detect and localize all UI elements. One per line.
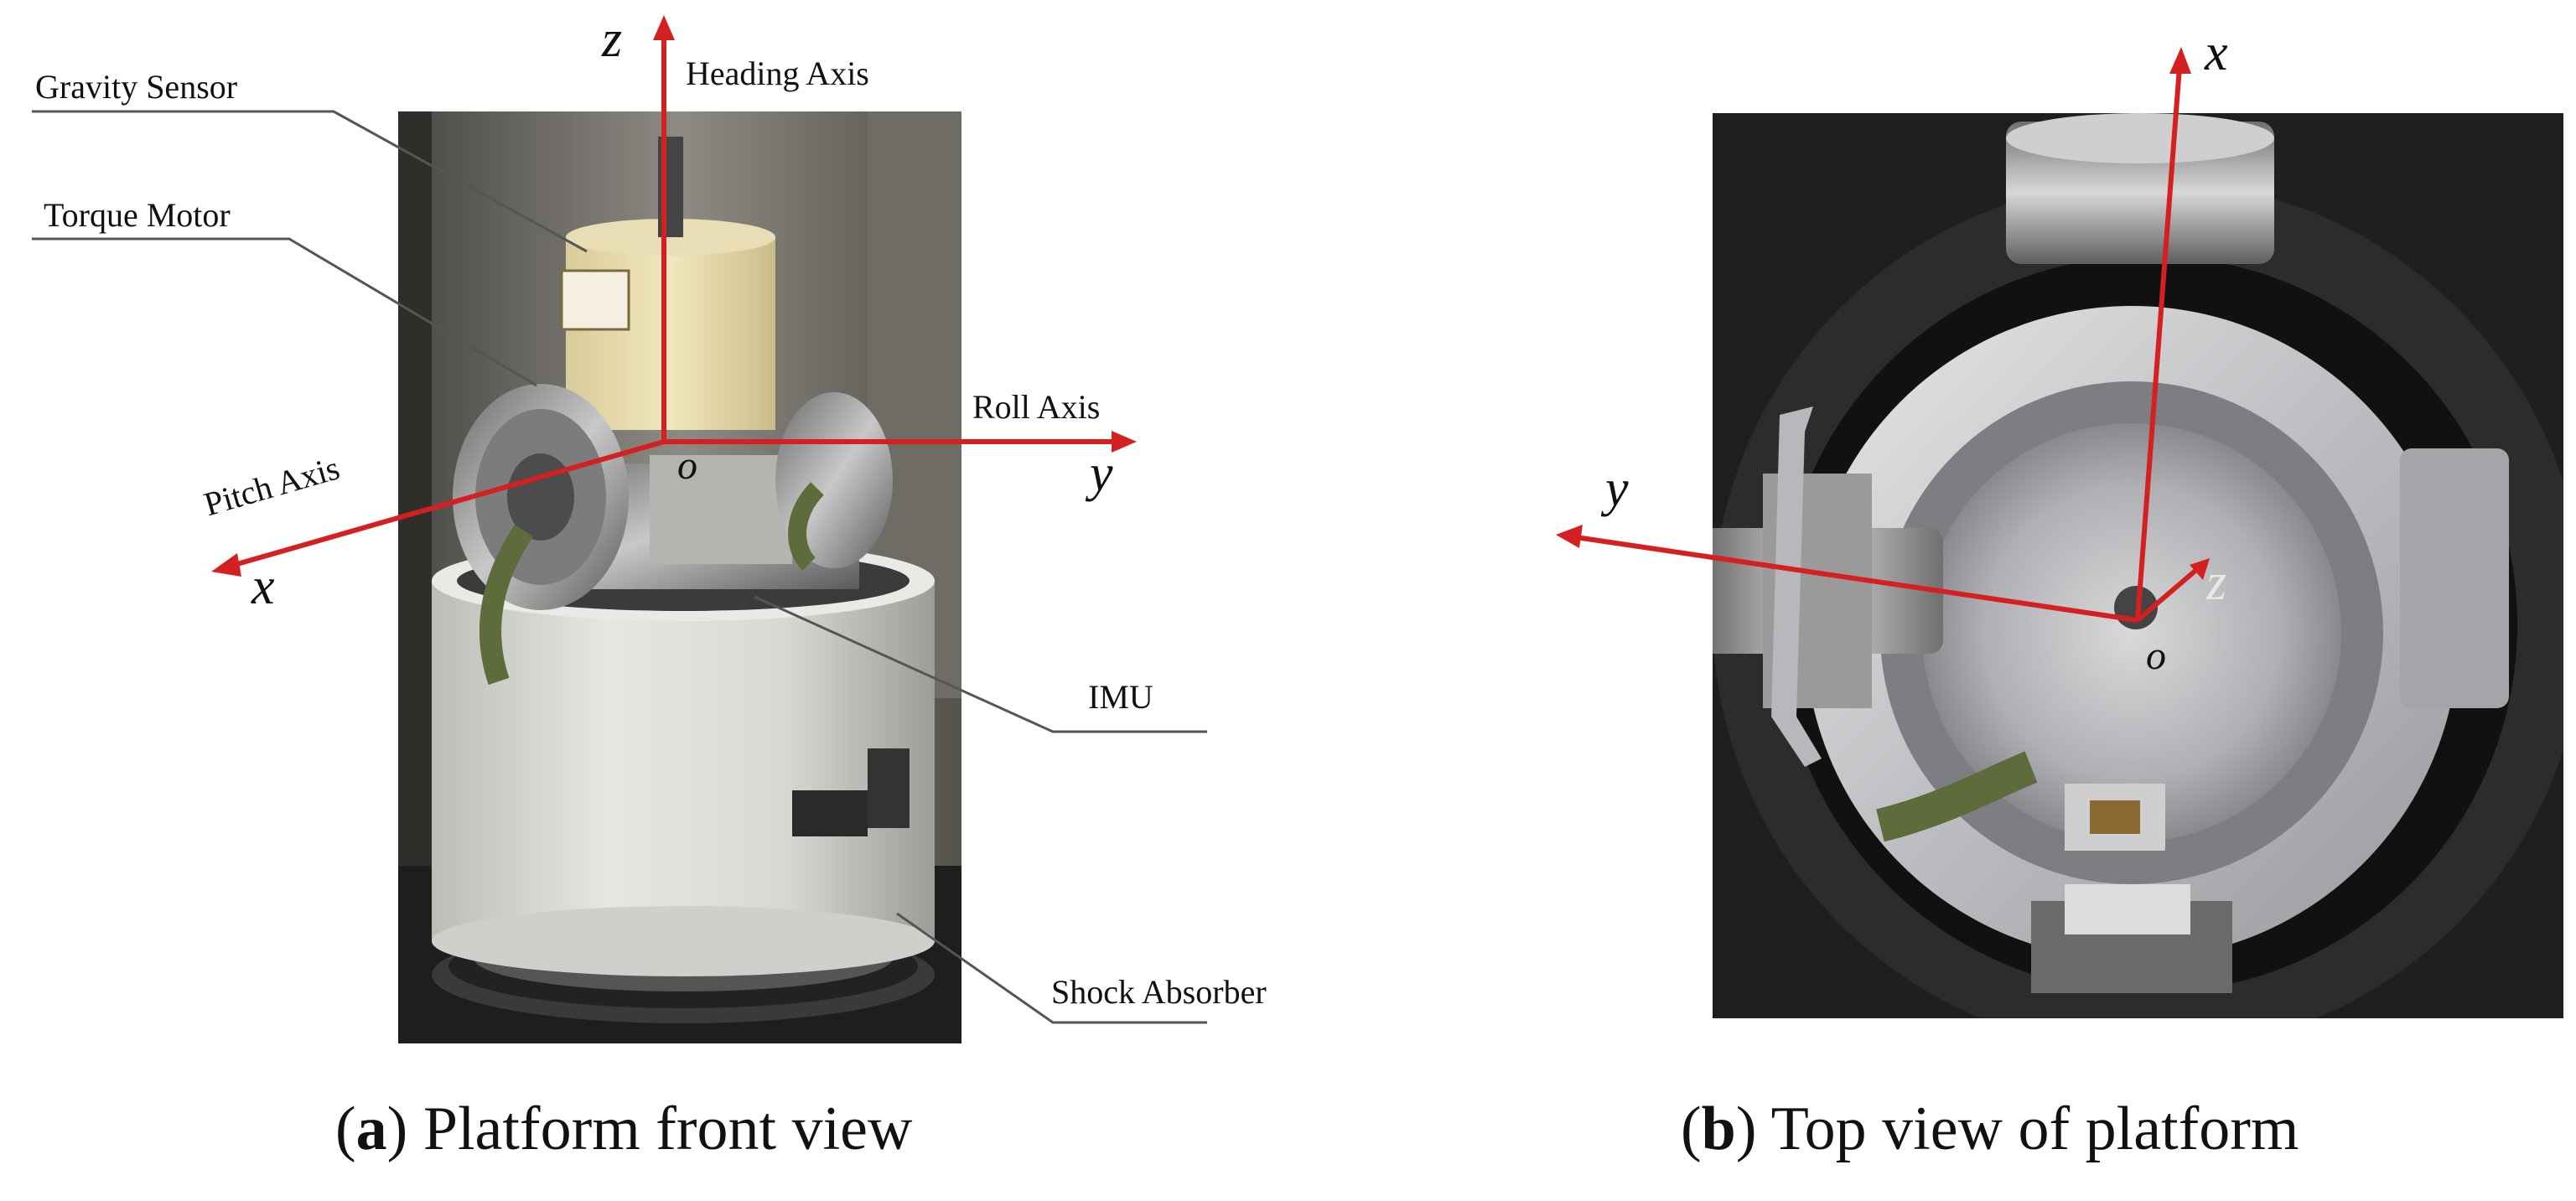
caption-a-letter: a: [355, 1095, 387, 1163]
caption-a-text: Platform front view: [407, 1095, 913, 1163]
z-axis-line: [2136, 567, 2198, 623]
origin-label: o: [677, 443, 697, 488]
z-axis-arrowhead: [2190, 558, 2210, 580]
z-axis-arrowhead: [653, 15, 675, 40]
x-axis-arrowhead: [211, 553, 241, 577]
caption-a: (a) Platform front view: [335, 1095, 913, 1163]
top-x-axis-label: x: [2205, 24, 2228, 81]
top-z-axis-label: z: [2206, 554, 2227, 611]
top-y-axis-label: y: [1605, 460, 1629, 517]
roll-axis-label: Roll Axis: [972, 388, 1101, 426]
caption-b-letter: b: [1701, 1095, 1736, 1163]
caption-b: (b) Top view of platform: [1681, 1095, 2299, 1163]
leader-torque-motor: [32, 237, 537, 387]
caption-b-text: Top view of platform: [1756, 1095, 2299, 1163]
gravity-sensor-label: Gravity Sensor: [35, 68, 238, 106]
x-axis-arrowhead: [2169, 47, 2191, 74]
leader-lines: [32, 110, 1207, 1024]
front-view-photo-drawing: [398, 111, 961, 1043]
front-view-photo: [398, 111, 961, 1043]
top-origin-label: o: [2146, 634, 2166, 678]
leader-shock-absorber: [896, 912, 1207, 1024]
leader-imu: [754, 595, 1207, 733]
top-view-axes: [1556, 47, 2210, 623]
top-view-photo: [1713, 113, 2563, 1018]
x-axis-label: x: [251, 558, 275, 615]
imu-label: IMU: [1088, 678, 1153, 716]
front-view-annotations: [32, 15, 1207, 1024]
torque-motor-label: Torque Motor: [44, 196, 231, 234]
leader-gravity-sensor: [32, 110, 588, 253]
y-axis-arrowhead: [1112, 431, 1137, 453]
y-axis-label: y: [1090, 445, 1113, 502]
shock-absorber-label: Shock Absorber: [1051, 973, 1267, 1011]
z-axis-label: z: [602, 11, 623, 68]
y-axis-line: [1575, 535, 2138, 623]
y-axis-arrowhead: [1556, 525, 1583, 548]
x-axis-line: [2135, 66, 2182, 621]
heading-axis-label: Heading Axis: [686, 54, 869, 92]
front-view-axes: [211, 15, 1137, 577]
top-view-photo-drawing: [1713, 113, 2563, 1018]
x-axis-line: [231, 439, 665, 568]
top-view-annotations: [1556, 47, 2210, 623]
